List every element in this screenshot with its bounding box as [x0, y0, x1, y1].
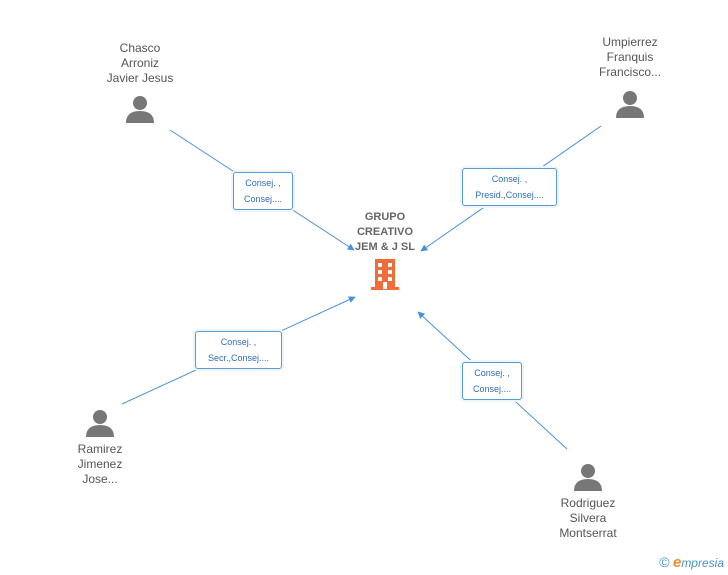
building-icon	[371, 259, 399, 290]
person-icon	[616, 91, 644, 118]
person-name-line: Jose...	[82, 472, 118, 486]
person-node-ramirez[interactable]: Ramirez Jimenez Jose...	[40, 408, 160, 487]
role-box-rodriguez[interactable]: Consej. , Consej....	[462, 362, 522, 400]
person-node-rodriguez[interactable]: Rodriguez Silvera Montserrat	[528, 462, 648, 541]
company-name-line: GRUPO	[364, 211, 406, 223]
person-name-line: Jimenez	[77, 457, 123, 471]
role-box-chasco[interactable]: Consej. , Consej....	[233, 172, 293, 210]
company-node[interactable]: GRUPO CREATIVO JEM & J SL	[330, 210, 440, 293]
company-name-line: CREATIVO	[356, 226, 414, 238]
person-name-line: Arroniz	[120, 56, 159, 70]
person-node-umpierrez[interactable]: Umpierrez Franquis Francisco...	[570, 35, 690, 119]
brand-footer[interactable]: © empresia	[659, 554, 724, 571]
role-box-ramirez[interactable]: Consej. , Secr.,Consej....	[195, 331, 282, 369]
role-line: Consej. ,	[491, 174, 528, 184]
role-line: Consej. ,	[474, 368, 510, 378]
person-name-line: Montserrat	[559, 526, 617, 540]
role-line: Consej....	[472, 384, 512, 394]
person-icon	[86, 410, 114, 437]
role-box-umpierrez[interactable]: Consej. , Presid.,Consej....	[462, 168, 557, 206]
person-node-chasco[interactable]: Chasco Arroniz Javier Jesus	[80, 41, 200, 124]
person-name-line: Ramirez	[77, 442, 123, 456]
role-line: Consej....	[243, 194, 283, 204]
person-name-line: Chasco	[119, 41, 161, 55]
role-line: Presid.,Consej....	[475, 190, 544, 200]
role-line: Secr.,Consej....	[207, 353, 270, 363]
brand-logo-initial: e	[672, 554, 682, 571]
person-name-line: Javier Jesus	[106, 71, 174, 85]
person-icon	[126, 96, 154, 123]
person-icon	[574, 464, 602, 491]
brand-logo-text: mpresia	[681, 556, 724, 570]
role-line: Consej. ,	[220, 337, 257, 347]
person-name-line: Umpierrez	[602, 35, 658, 49]
person-name-line: Franquis	[606, 50, 654, 64]
role-line: Consej. ,	[245, 178, 281, 188]
company-name-line: JEM & J SL	[355, 241, 415, 253]
person-name-line: Francisco...	[598, 65, 661, 79]
person-name-line: Rodriguez	[560, 496, 616, 510]
person-name-line: Silvera	[569, 511, 607, 525]
copyright-icon: ©	[659, 554, 670, 570]
